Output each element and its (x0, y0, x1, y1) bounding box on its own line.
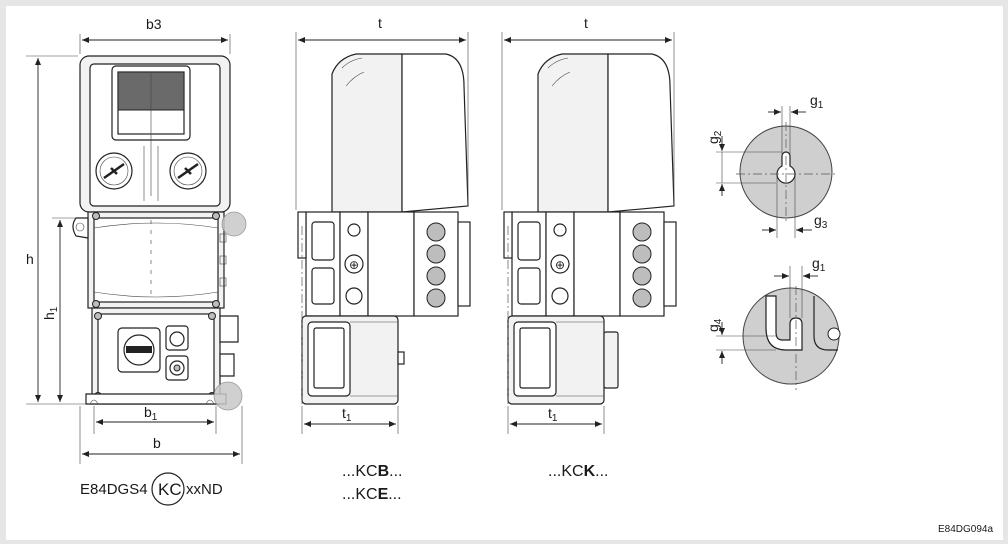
front-view (72, 55, 247, 411)
detail-keyhole: g1 g2 g3 (705, 92, 836, 238)
hook-slot (765, 295, 803, 351)
dim-b1: b1 (144, 404, 158, 423)
side-view-b-e: ⊕ (297, 53, 471, 405)
caption-variant-b: ...KCB... (342, 463, 402, 480)
caption-variants-b-e: ...KCB... ...KCE... (342, 463, 402, 503)
drawing-id: E84DG094a (938, 524, 993, 535)
dim-t-middle: t (378, 15, 382, 31)
dim-g1-top: g1 (810, 92, 824, 111)
caption-front-prefix: E84DGS4 (80, 481, 148, 498)
side-b-e-dimensions: t t1 (295, 15, 469, 434)
side-view-k: ⊕ (503, 53, 677, 405)
dim-g4: g4 (705, 318, 724, 332)
technical-drawing: b3 h h1 b1 b E84DGS4 KC xxND ⊕ (26, 15, 993, 535)
caption-variant-k: ...KCK... (548, 463, 608, 480)
svg-text:⊕: ⊕ (349, 258, 359, 272)
mounting-detail-marker-bottom (213, 381, 243, 411)
dim-t1-middle: t1 (342, 405, 352, 424)
dim-g2: g2 (705, 130, 724, 144)
dim-b3: b3 (146, 16, 162, 32)
caption-front-circle (151, 472, 185, 506)
caption-front-circle-text: KC (158, 480, 182, 499)
svg-text:⊕: ⊕ (555, 258, 565, 272)
dim-b: b (153, 435, 161, 451)
caption-front-suffix: xxND (186, 481, 223, 498)
dim-h: h (26, 251, 34, 267)
side-k-dimensions: t t1 (501, 15, 675, 434)
dim-g1-bottom: g1 (812, 255, 826, 274)
caption-variant-e: ...KCE... (342, 486, 402, 503)
detail-hook: g1 g4 (705, 255, 841, 390)
dim-h1: h1 (41, 306, 60, 320)
dim-t-right: t (584, 15, 588, 31)
dim-t1-right: t1 (548, 405, 558, 424)
mounting-detail-marker-top (221, 211, 247, 237)
front-dimensions: b3 h h1 b1 b (26, 16, 243, 464)
front-caption: E84DGS4 KC xxND (80, 472, 223, 506)
drawing-panel: b3 h h1 b1 b E84DGS4 KC xxND ⊕ (6, 6, 1003, 540)
dim-g3: g3 (814, 212, 828, 231)
